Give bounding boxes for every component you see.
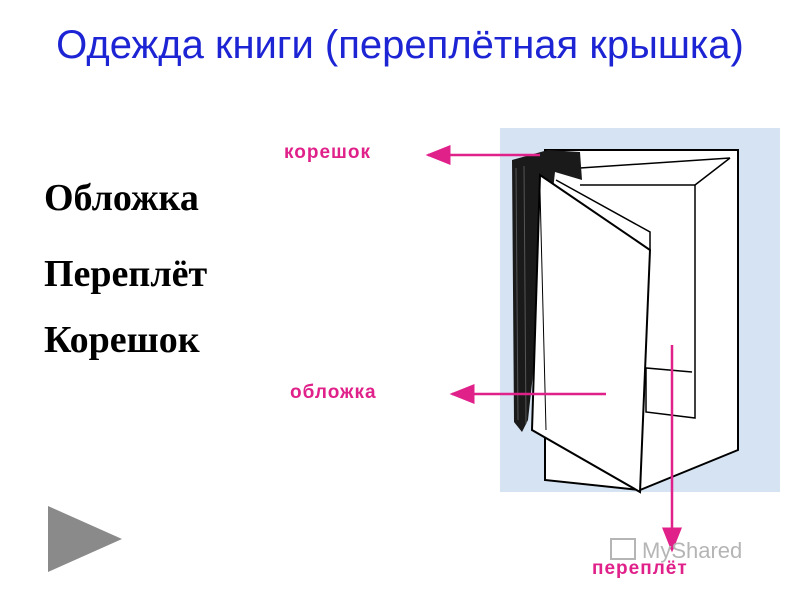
watermark-text: MyShared xyxy=(642,538,743,563)
watermark: MyShared xyxy=(610,538,742,564)
presentation-screen-icon xyxy=(610,538,636,560)
term-binding: Переплёт xyxy=(44,253,208,295)
book-front-cover-edge xyxy=(555,179,651,250)
book-spine xyxy=(512,150,582,432)
book-inner-frame-diag xyxy=(694,157,731,186)
book-front-cover-fold xyxy=(539,189,547,431)
book-inner-frame-top xyxy=(579,157,731,169)
book-inner-frame xyxy=(580,184,696,419)
slide-title: Одежда книги (переплётная крышка) xyxy=(56,23,744,67)
callout-spine: корешок xyxy=(284,142,371,163)
callout-binding: переплёт xyxy=(592,558,688,579)
callout-cover: обложка xyxy=(290,382,377,403)
term-spine: Корешок xyxy=(44,319,200,361)
book-spine-edge xyxy=(515,165,527,425)
term-cover: Обложка xyxy=(44,177,199,219)
play-triangle-icon[interactable] xyxy=(46,504,126,574)
book-front-cover xyxy=(530,173,652,494)
